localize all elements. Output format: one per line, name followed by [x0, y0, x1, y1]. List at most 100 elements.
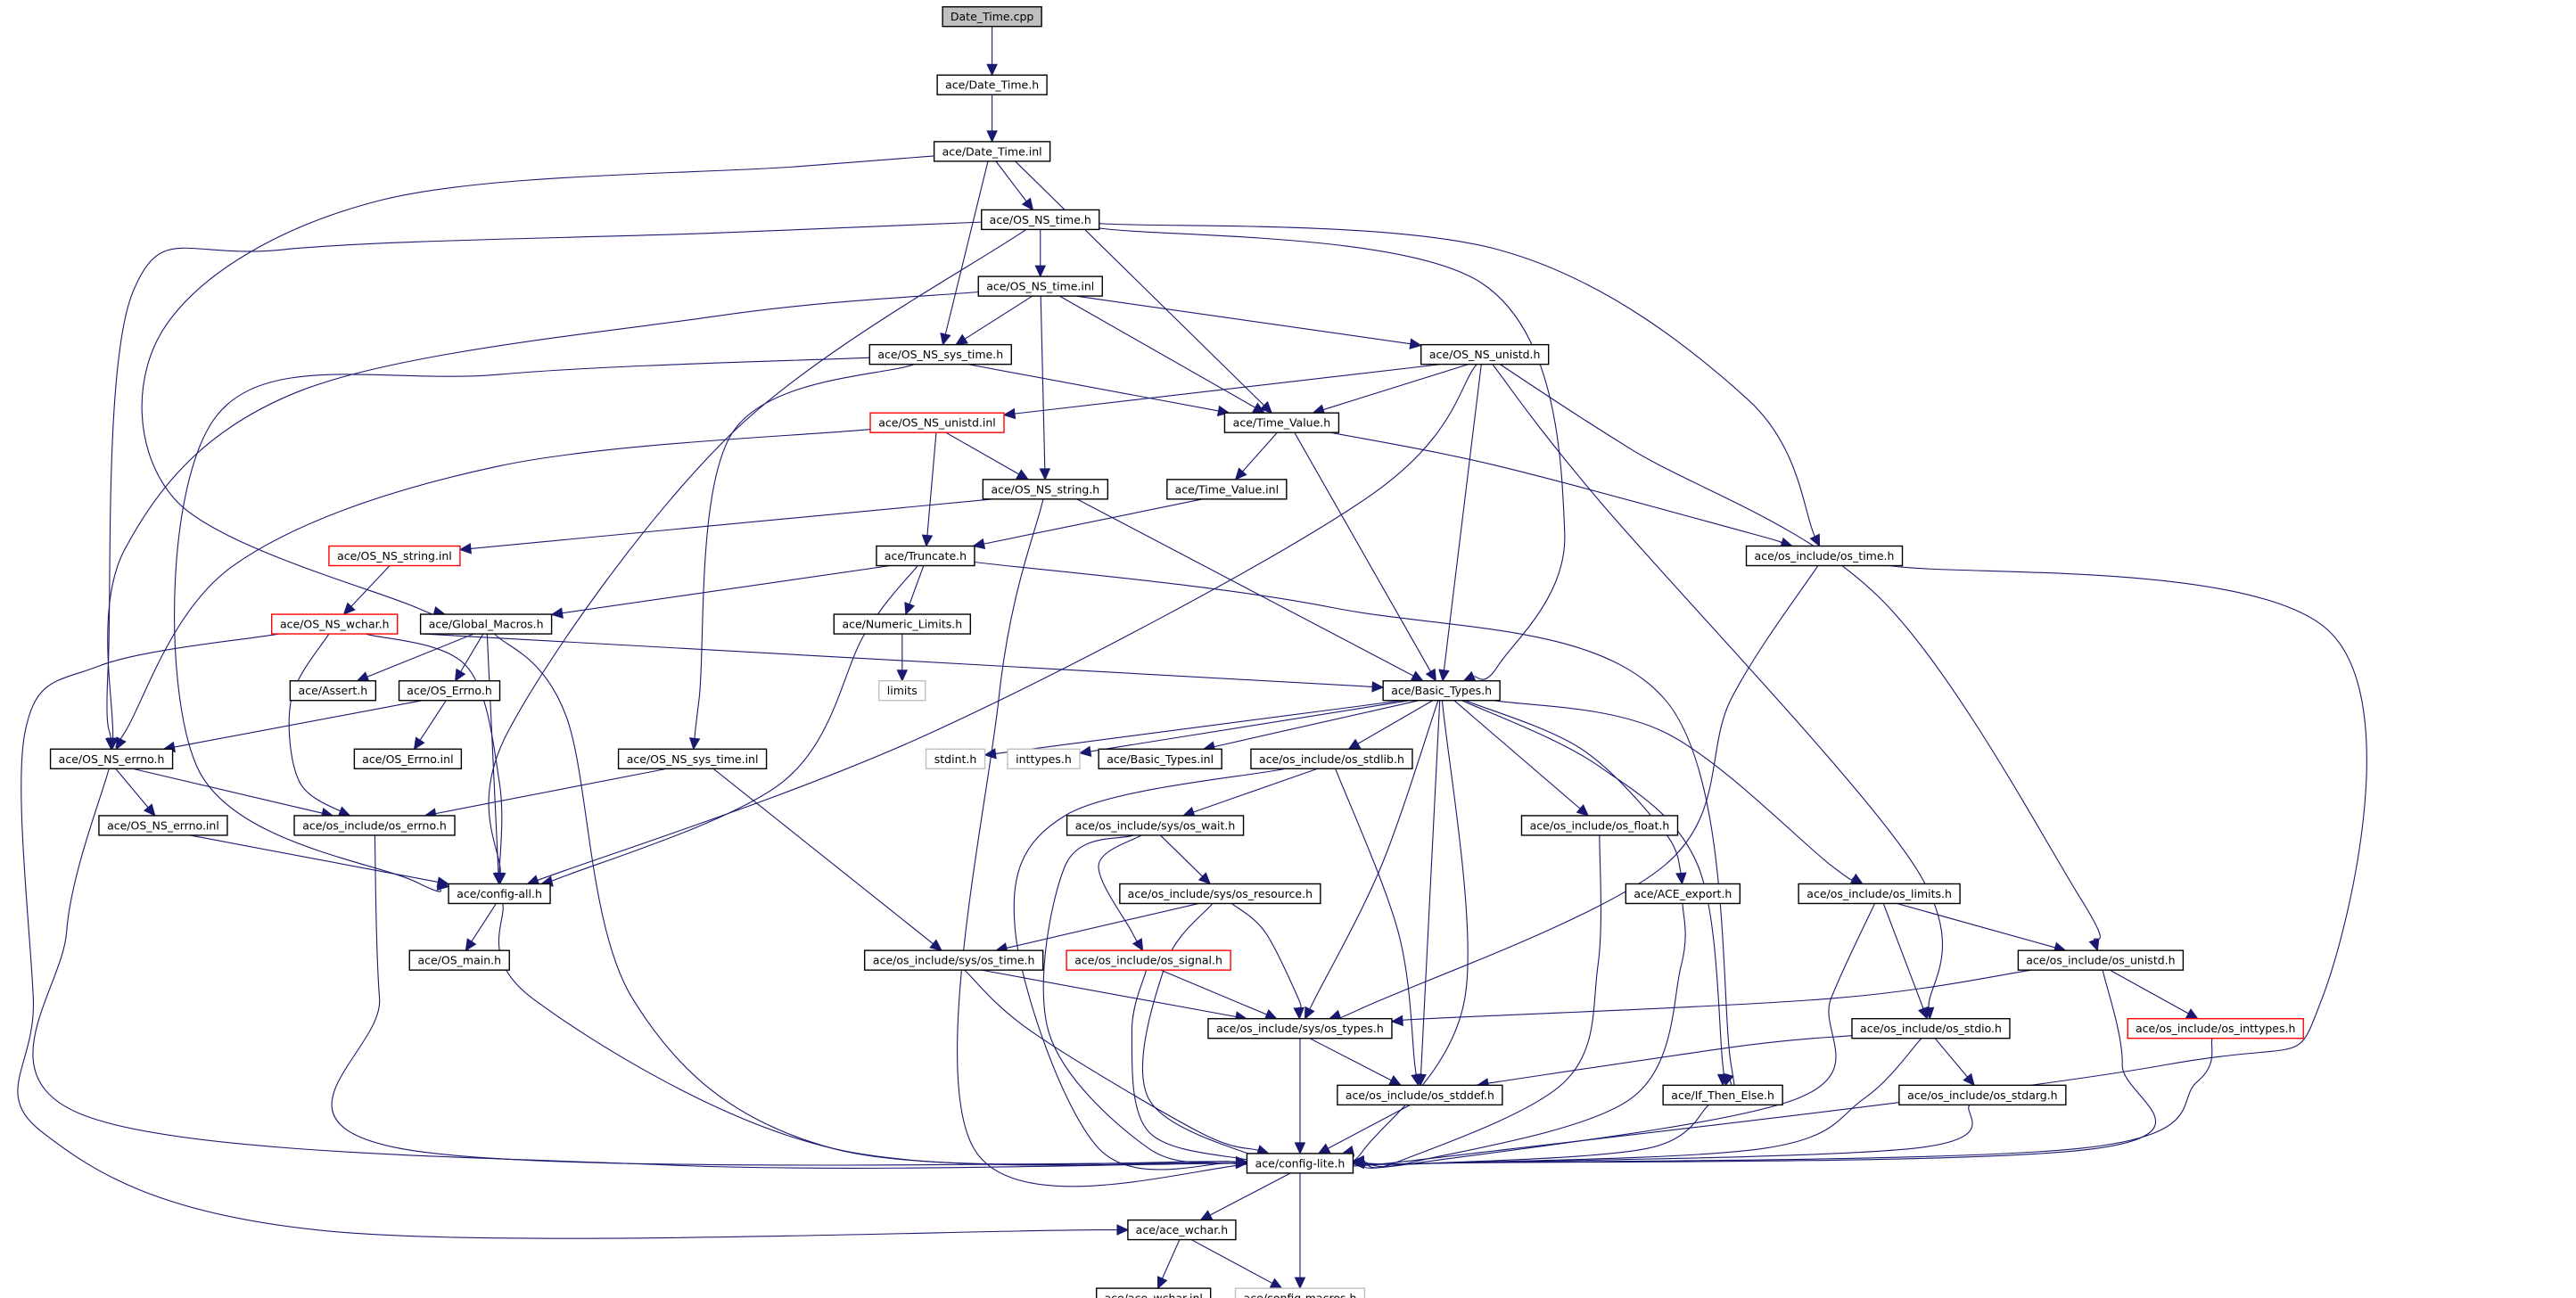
node-os-ns-time-h[interactable]: ace/OS_NS_time.h — [981, 209, 1100, 231]
arrowhead — [1034, 265, 1047, 278]
edge-line — [957, 498, 1296, 1187]
edge-line — [1464, 700, 1683, 877]
node-os-inttypes-h[interactable]: ace/os_include/os_inttypes.h — [2127, 1017, 2304, 1039]
edge-line — [288, 633, 352, 818]
node-basic-types-h[interactable]: ace/Basic_Types.h — [1382, 680, 1501, 702]
arrowhead — [1963, 1072, 1975, 1087]
edge-os-errno-h-to-os-ns-errno-h — [162, 700, 423, 753]
node-os-limits-h[interactable]: ace/os_include/os_limits.h — [1798, 883, 1961, 905]
node-os-errno-h[interactable]: ace/OS_Errno.h — [398, 680, 501, 702]
node-box — [863, 949, 1044, 971]
node-os-float-h[interactable]: ace/os_include/os_float.h — [1520, 815, 1679, 836]
edge-truncate-h-to-numeric-limits-h — [904, 565, 925, 616]
node-os-main-h[interactable]: ace/OS_main.h — [408, 949, 510, 971]
arrowhead — [1263, 1009, 1278, 1020]
edge-line — [106, 221, 982, 739]
node-time-value-h[interactable]: ace/Time_Value.h — [1223, 412, 1340, 433]
node-label: ace/OS_NS_sys_time.inl — [627, 752, 759, 766]
edge-line — [964, 295, 1033, 340]
edge-os-ns-sys-time-inl-to-os-errno-inc-h — [424, 768, 668, 819]
edge-os-ns-time-inl-to-os-ns-unistd-h — [1075, 295, 1422, 349]
arrowhead — [986, 130, 998, 144]
edge-os-ns-time-h-to-os-include-os-time-h — [1099, 223, 1821, 547]
node-os-ns-time-inl[interactable]: ace/OS_NS_time.inl — [977, 275, 1103, 297]
arrowhead — [983, 748, 997, 760]
edge-line — [1476, 1035, 1853, 1086]
node-box — [1119, 883, 1321, 905]
node-label: ace/Time_Value.h — [1233, 416, 1331, 430]
edge-line — [1363, 1104, 1973, 1165]
node-config-all-h[interactable]: ace/config-all.h — [448, 883, 551, 905]
node-numeric-limits-h[interactable]: ace/Numeric_Limits.h — [833, 613, 972, 635]
node-ace-wchar-h[interactable]: ace/ace_wchar.h — [1127, 1219, 1237, 1241]
node-date-time-inl[interactable]: ace/Date_Time.inl — [933, 141, 1051, 162]
node-os-signal-h[interactable]: ace/os_include/os_signal.h — [1066, 949, 1231, 971]
node-config-lite-h[interactable]: ace/config-lite.h — [1246, 1153, 1354, 1174]
node-sys-os-wait-h[interactable]: ace/os_include/sys/os_wait.h — [1066, 815, 1245, 836]
node-label: ace/OS_NS_wchar.h — [280, 618, 390, 631]
node-os-unistd-h[interactable]: ace/os_include/os_unistd.h — [2017, 949, 2185, 971]
node-ace-export-h[interactable]: ace/ACE_export.h — [1625, 883, 1741, 905]
edge-os-ns-sys-time-h-to-os-ns-sys-time-inl — [688, 364, 915, 751]
node-os-stdlib-h[interactable]: ace/os_include/os_stdlib.h — [1250, 748, 1413, 769]
node-os-stdarg-h[interactable]: ace/os_include/os_stdarg.h — [1898, 1084, 2067, 1106]
edge-line — [1328, 1104, 1411, 1149]
edge-line — [1307, 700, 1439, 1013]
node-os-ns-unistd-h[interactable]: ace/OS_NS_unistd.h — [1420, 343, 1550, 366]
node-if-then-else-h[interactable]: ace/If_Then_Else.h — [1662, 1084, 1783, 1106]
arrowhead — [1317, 1143, 1331, 1154]
node-os-ns-string-inl[interactable]: ace/OS_NS_string.inl — [328, 545, 461, 567]
node-sys-os-resource-h[interactable]: ace/os_include/sys/os_resource.h — [1119, 883, 1321, 905]
node-os-errno-inc-h[interactable]: ace/os_include/os_errno.h — [293, 815, 456, 836]
edge-line — [1499, 364, 2101, 941]
arrowhead — [1197, 872, 1211, 885]
arrowhead — [904, 602, 916, 616]
edge-sys-os-resource-h-to-sys-os-time-h — [994, 902, 1199, 954]
node-label: ace/Assert.h — [299, 684, 368, 697]
node-basic-types-inl[interactable]: ace/Basic_Types.inl — [1098, 748, 1222, 769]
edge-basic-types-h-to-basic-types-inl — [1202, 700, 1420, 752]
node-box — [1250, 748, 1413, 769]
node-global-macros-h[interactable]: ace/Global_Macros.h — [419, 613, 553, 635]
node-os-stdio-h[interactable]: ace/os_include/os_stdio.h — [1851, 1017, 2011, 1039]
node-box — [398, 680, 501, 702]
edge-os-ns-wchar-h-to-basic-types-h — [423, 633, 1385, 693]
edge-line — [1242, 431, 1278, 472]
node-os-stddef-h[interactable]: ace/os_include/os_stddef.h — [1337, 1084, 1503, 1106]
node-date-time-cpp[interactable]: Date_Time.cpp — [942, 5, 1042, 28]
node-os-ns-sys-time-h[interactable]: ace/OS_NS_sys_time.h — [868, 343, 1012, 366]
node-os-ns-wchar-h[interactable]: ace/OS_NS_wchar.h — [271, 613, 399, 635]
edge-sys-os-types-h-to-config-lite-h — [1294, 1038, 1306, 1155]
node-os-ns-errno-inl[interactable]: ace/OS_NS_errno.inl — [98, 815, 228, 836]
node-label: ace/Numeric_Limits.h — [842, 618, 962, 631]
edge-line — [926, 432, 937, 536]
node-box — [448, 883, 551, 905]
node-truncate-h[interactable]: ace/Truncate.h — [876, 545, 975, 567]
arrowhead — [1116, 1224, 1130, 1236]
node-os-include-os-time-h[interactable]: ace/os_include/os_time.h — [1745, 545, 1904, 567]
node-label: ace/OS_NS_string.inl — [337, 549, 452, 563]
node-sys-os-types-h[interactable]: ace/os_include/sys/os_types.h — [1207, 1017, 1393, 1039]
edge-sys-os-types-h-to-os-stddef-h — [1309, 1038, 1403, 1086]
edge-line — [1352, 700, 1469, 1162]
node-label: ace/Truncate.h — [885, 549, 967, 563]
edge-time-value-h-to-basic-types-h — [1294, 431, 1436, 682]
edge-line — [1059, 295, 1256, 408]
node-os-errno-inl[interactable]: ace/OS_Errno.inl — [353, 748, 463, 769]
edge-line — [945, 431, 1019, 475]
node-os-ns-unistd-inl[interactable]: ace/OS_NS_unistd.inl — [869, 412, 1005, 433]
edge-line — [1131, 970, 1290, 1164]
node-ace-wchar-inl[interactable]: ace/ace_wchar.inl — [1095, 1287, 1212, 1298]
edge-os-include-os-time-h-to-config-lite-h — [1351, 564, 2367, 1167]
node-config-macros-h: ace/config-macros.h — [1234, 1287, 1366, 1298]
node-os-ns-sys-time-inl[interactable]: ace/OS_NS_sys_time.inl — [617, 748, 768, 769]
edge-line — [190, 834, 439, 883]
node-os-ns-string-h[interactable]: ace/OS_NS_string.h — [982, 479, 1109, 500]
node-box — [1066, 815, 1245, 836]
node-assert-h[interactable]: ace/Assert.h — [289, 680, 377, 702]
node-date-time-h[interactable]: ace/Date_Time.h — [936, 74, 1048, 95]
node-sys-os-time-h[interactable]: ace/os_include/sys/os_time.h — [863, 949, 1044, 971]
node-time-value-inl[interactable]: ace/Time_Value.inl — [1166, 479, 1288, 500]
node-os-ns-errno-h[interactable]: ace/OS_NS_errno.h — [49, 748, 174, 769]
edge-time-value-h-to-time-value-inl — [1234, 431, 1278, 481]
